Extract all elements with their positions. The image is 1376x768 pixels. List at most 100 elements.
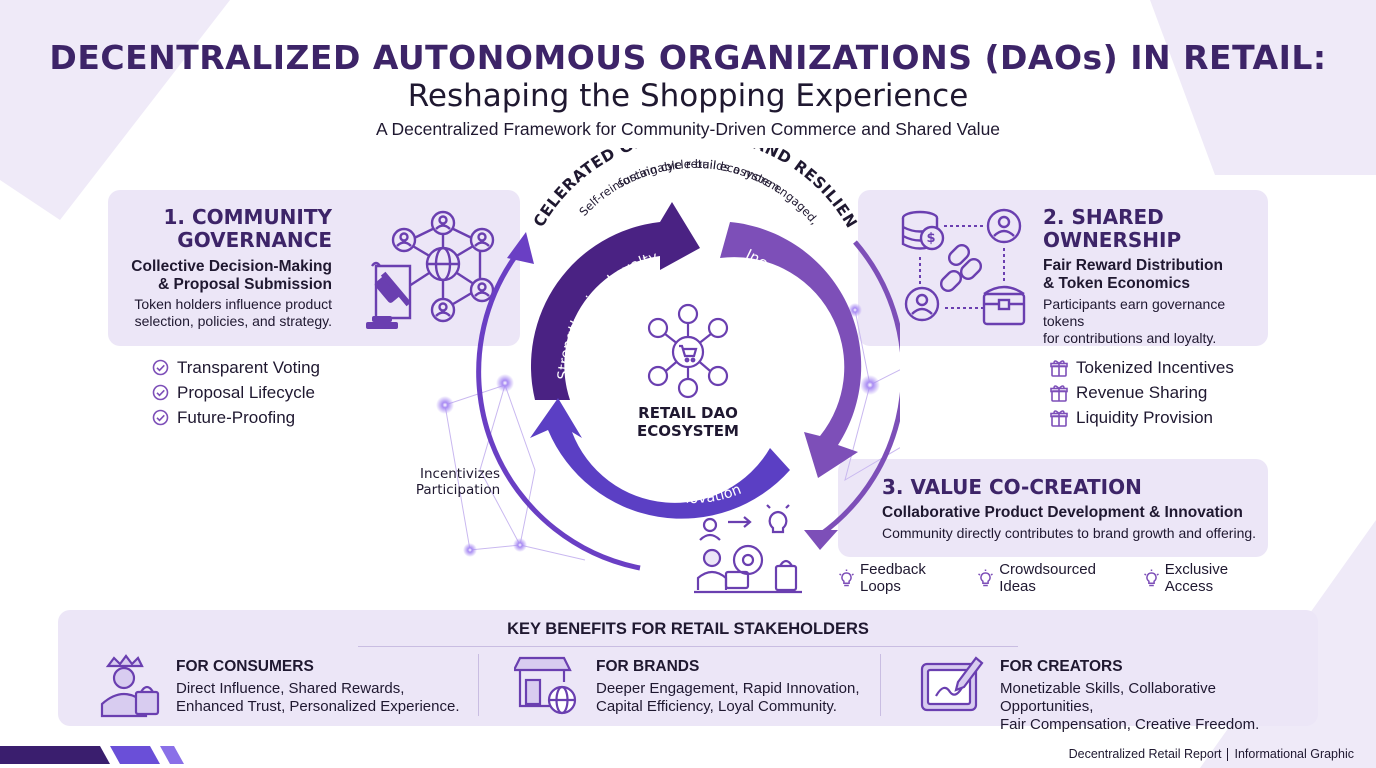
footer: Decentralized Retail Report Informationa… — [1069, 747, 1354, 761]
bullet-label: Feedback Loops — [860, 560, 926, 595]
ownership-bullet: Liquidity Provision — [1050, 405, 1260, 430]
token-economics-icons: $ — [901, 208, 1026, 326]
dollar-sign-icon: $ — [926, 231, 935, 246]
page-subtitle: Reshaping the Shopping Experience — [407, 78, 969, 114]
center-label-line1: RETAIL DAO — [638, 404, 738, 422]
governance-panel: 1. COMMUNITY GOVERNANCE Collective Decis… — [108, 190, 520, 346]
governance-sub-line1: Collective Decision-Making — [131, 258, 332, 275]
consumers-heading: FOR CONSUMERS — [176, 658, 314, 675]
cocreation-bullet: Crowdsourced Ideas — [977, 561, 1135, 595]
gift-icon — [1050, 359, 1068, 377]
governance-heading: 1. COMMUNITY GOVERNANCE — [140, 206, 332, 252]
bullet-label: Exclusive Access — [1164, 560, 1229, 595]
ownership-heading: 2. SHARED OWNERSHIP — [1043, 206, 1263, 252]
creators-text-line1: Monetizable Skills, Collaborative Opport… — [1000, 680, 1216, 715]
coin-stack-icon — [901, 210, 945, 251]
shopping-bag-icon — [774, 559, 798, 592]
footer-right: Informational Graphic — [1234, 747, 1354, 761]
bullet-label: Revenue Sharing — [1076, 382, 1208, 402]
bullet-label: Transparent Voting — [177, 357, 321, 377]
cocreation-description: Community directly contributes to brand … — [882, 525, 1257, 541]
cocreation-panel: 3. VALUE CO-CREATION Collaborative Produ… — [838, 459, 1268, 557]
arc-strengthening-loyalty — [530, 202, 700, 400]
governance-bullet-list: Transparent Voting Proposal Lifecycle Fu… — [152, 355, 382, 430]
governance-subheading: Collective Decision-Making & Proposal Su… — [120, 258, 332, 294]
cocreation-bullet: Feedback Loops — [838, 561, 969, 595]
brands-text: Deeper Engagement, Rapid Innovation, Cap… — [596, 680, 886, 716]
page-tagline: A Decentralized Framework for Community-… — [375, 119, 1001, 139]
footer-stripes — [0, 746, 184, 764]
page-title: DECENTRALIZED AUTONOMOUS ORGANIZATIONS (… — [49, 38, 1327, 77]
brands-text-line1: Deeper Engagement, Rapid Innovation, — [596, 680, 860, 697]
outer-arrow-head-left — [507, 232, 534, 264]
outer-arc-right — [818, 240, 900, 538]
side-label-line1: Incentivizes — [420, 466, 500, 482]
check-circle-icon — [152, 359, 169, 376]
footer-separator — [1227, 747, 1229, 761]
cocreation-bullet: Exclusive Access — [1143, 561, 1278, 595]
benefits-separator — [880, 654, 881, 716]
bullet-label: Tokenized Incentives — [1076, 357, 1234, 377]
ownership-heading-line2: OWNERSHIP — [1043, 228, 1182, 252]
ownership-sub-line2: & Token Economics — [1043, 275, 1190, 292]
dao-cycle-diagram: ACCELERATED GROWTH & BRAND RESILIENCE Se… — [400, 148, 900, 594]
benefits-panel: KEY BENEFITS FOR RETAIL STAKEHOLDERS FOR… — [58, 610, 1318, 733]
bullet-label: Future-Proofing — [177, 407, 296, 427]
network-decoration — [444, 309, 900, 561]
ownership-description: Participants earn governance tokens for … — [1043, 296, 1265, 347]
ownership-panel: $ 2. SHARED OWNERSHIP Fair Reward Distri… — [858, 190, 1268, 346]
gift-icon — [1050, 409, 1068, 427]
ownership-bullet-list: Tokenized Incentives Revenue Sharing Liq… — [1050, 355, 1260, 430]
center-label-line2: ECOSYSTEM — [637, 422, 739, 440]
governance-heading-line1: 1. COMMUNITY — [163, 205, 332, 229]
check-circle-icon — [152, 384, 169, 401]
bullet-label: Proposal Lifecycle — [177, 382, 315, 402]
creators-text-line2: Fair Compensation, Creative Freedom. — [1000, 716, 1260, 733]
ownership-desc-line1: Participants earn governance tokens — [1043, 296, 1226, 329]
governance-bullet: Proposal Lifecycle — [152, 380, 382, 405]
lightbulb-icon — [839, 569, 854, 586]
glow-nodes — [436, 303, 880, 557]
benefits-title: KEY BENEFITS FOR RETAIL STAKEHOLDERS — [507, 620, 869, 638]
brands-text-line2: Capital Efficiency, Loyal Community. — [596, 698, 837, 715]
lightbulb-icon — [1143, 569, 1159, 586]
storefront-icon — [514, 656, 577, 715]
consumers-text-line1: Direct Influence, Shared Rewards, — [176, 680, 405, 697]
lightbulb-icon — [978, 569, 994, 586]
arc-incentivizes-participation — [720, 222, 862, 478]
globe-icon — [547, 685, 577, 715]
ownership-bullet: Revenue Sharing — [1050, 380, 1260, 405]
ownership-subheading: Fair Reward Distribution & Token Economi… — [1043, 257, 1263, 293]
cocreation-subheading: Collaborative Product Development & Inno… — [882, 504, 1243, 521]
bullet-label: Liquidity Provision — [1076, 407, 1214, 427]
outer-arrow-head-right — [804, 530, 838, 550]
network-people-icon — [366, 210, 495, 329]
side-label-line2: Participation — [416, 482, 500, 498]
governance-heading-line2: GOVERNANCE — [177, 228, 332, 252]
arc-driving-innovation — [530, 398, 790, 519]
shopping-cart-icon — [647, 303, 729, 399]
gavel-icon — [366, 271, 412, 329]
cycle-top-note-2: sustainable retail ecosystem. — [615, 157, 786, 197]
governance-bullet: Future-Proofing — [152, 405, 382, 430]
ownership-heading-line1: 2. SHARED — [1043, 205, 1164, 229]
footer-left: Decentralized Retail Report — [1068, 747, 1222, 761]
governance-sub-line2: & Proposal Submission — [158, 276, 332, 293]
ownership-sub-line1: Fair Reward Distribution — [1043, 257, 1223, 274]
ownership-bullet: Tokenized Incentives — [1050, 355, 1260, 380]
gear-icon — [732, 544, 764, 576]
innovation-illustration — [694, 504, 802, 594]
creators-text: Monetizable Skills, Collaborative Opport… — [1000, 680, 1312, 734]
ownership-desc-line2: for contributions and loyalty. — [1043, 330, 1217, 346]
consumers-text-line2: Enhanced Trust, Personalized Experience. — [176, 698, 460, 715]
benefits-separator — [478, 654, 479, 716]
cocreation-heading: 3. VALUE CO-CREATION — [882, 475, 1142, 499]
outer-arc-left — [476, 248, 641, 571]
shopping-bag-icon — [134, 685, 160, 716]
svg-text:sustainable retail ecosystem.: sustainable retail ecosystem. — [615, 157, 786, 197]
check-circle-icon — [152, 409, 169, 426]
gift-icon — [1050, 384, 1068, 402]
tablet-pen-icon — [920, 656, 984, 712]
consumers-text: Direct Influence, Shared Rewards, Enhanc… — [176, 680, 476, 716]
benefits-divider — [358, 646, 1018, 647]
